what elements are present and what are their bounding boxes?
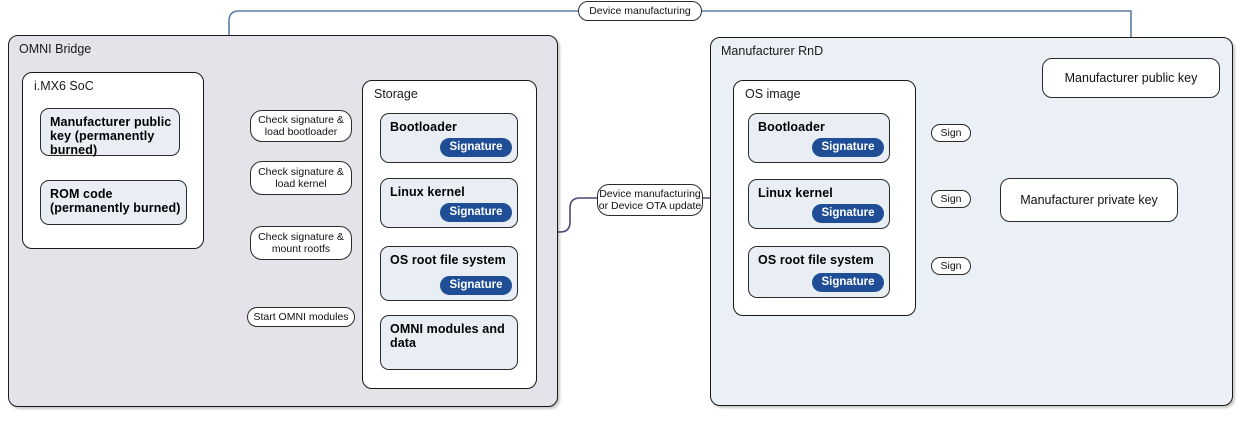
storage-item-linux-kernel: Linux kernel Signature <box>380 178 518 228</box>
edge-label-sign-bootloader-text: Sign <box>940 127 962 139</box>
edge-label-sign-kernel: Sign <box>931 190 971 208</box>
manufacturer-public-key-label: Manufacturer public key <box>1064 71 1198 85</box>
edge-label-check-signature-load-kernel: Check signature & load kernel <box>250 161 352 195</box>
edge-label-device-manufacturing-or-ota: Device manufacturing or Device OTA updat… <box>597 184 703 216</box>
edge-label-sign-rootfs: Sign <box>931 257 971 275</box>
subbox-imx6-soc-label: i.MX6 SoC <box>34 79 94 93</box>
storage-item-bootloader: Bootloader Signature <box>380 113 518 163</box>
osimage-item-os-root-file-system-label: OS root file system <box>758 253 874 267</box>
edge-label-start-omni-modules: Start OMNI modules <box>247 307 355 327</box>
storage-item-bootloader-signature-badge: Signature <box>440 138 512 157</box>
edge-label-sign-bootloader: Sign <box>931 124 971 142</box>
storage-item-linux-kernel-label: Linux kernel <box>390 185 465 199</box>
edge-label-start-omni-modules-text: Start OMNI modules <box>253 311 349 323</box>
edge-label-check-signature-mount-rootfs-text: Check signature & mount rootfs <box>258 231 344 255</box>
osimage-item-linux-kernel-label: Linux kernel <box>758 186 833 200</box>
edge-label-check-signature-load-kernel-text: Check signature & load kernel <box>258 166 344 190</box>
osimage-item-linux-kernel: Linux kernel Signature <box>748 179 890 229</box>
storage-item-os-root-file-system-label: OS root file system <box>390 253 506 267</box>
edge-label-sign-rootfs-text: Sign <box>940 260 962 272</box>
osimage-item-bootloader: Bootloader Signature <box>748 113 890 163</box>
manufacturer-private-key-label: Manufacturer private key <box>1020 193 1158 207</box>
edge-label-device-manufacturing: Device manufacturing <box>578 1 702 21</box>
osimage-item-os-root-file-system: OS root file system Signature <box>748 246 890 298</box>
edge-label-device-manufacturing-text: Device manufacturing <box>589 5 691 17</box>
storage-item-linux-kernel-signature-badge: Signature <box>440 203 512 222</box>
subbox-os-image-label: OS image <box>745 87 801 101</box>
manufacturer-public-key-box: Manufacturer public key <box>1042 58 1220 98</box>
edge-label-device-manufacturing-or-ota-text: Device manufacturing or Device OTA updat… <box>598 188 702 212</box>
edge-label-check-signature-load-bootloader-text: Check signature & load bootloader <box>258 114 344 138</box>
soc-item-rom-code: ROM code (permanently burned) <box>40 180 187 225</box>
storage-item-os-root-file-system-signature-badge: Signature <box>440 276 512 295</box>
osimage-item-bootloader-signature-badge: Signature <box>812 138 884 157</box>
osimage-item-os-root-file-system-signature-badge: Signature <box>812 273 884 292</box>
edge-label-check-signature-load-bootloader: Check signature & load bootloader <box>250 110 352 142</box>
subbox-storage-label: Storage <box>374 87 418 101</box>
soc-item-rom-code-label: ROM code (permanently burned) <box>50 187 181 215</box>
edge-label-sign-kernel-text: Sign <box>940 193 962 205</box>
storage-item-bootloader-label: Bootloader <box>390 120 457 134</box>
edge-label-check-signature-mount-rootfs: Check signature & mount rootfs <box>250 226 352 260</box>
storage-item-omni-modules-and-data-label: OMNI modules and data <box>390 322 505 350</box>
zone-omni-bridge-label: OMNI Bridge <box>19 42 92 56</box>
storage-item-os-root-file-system: OS root file system Signature <box>380 246 518 301</box>
osimage-item-bootloader-label: Bootloader <box>758 120 825 134</box>
osimage-item-linux-kernel-signature-badge: Signature <box>812 204 884 223</box>
soc-item-manufacturer-public-key: Manufacturer public key (permanently bur… <box>40 108 180 157</box>
manufacturer-private-key-box: Manufacturer private key <box>1000 178 1178 222</box>
storage-item-omni-modules-and-data: OMNI modules and data <box>380 315 518 370</box>
soc-item-manufacturer-public-key-label: Manufacturer public key (permanently bur… <box>50 115 172 157</box>
zone-manufacturer-rnd-label: Manufacturer RnD <box>721 44 824 58</box>
